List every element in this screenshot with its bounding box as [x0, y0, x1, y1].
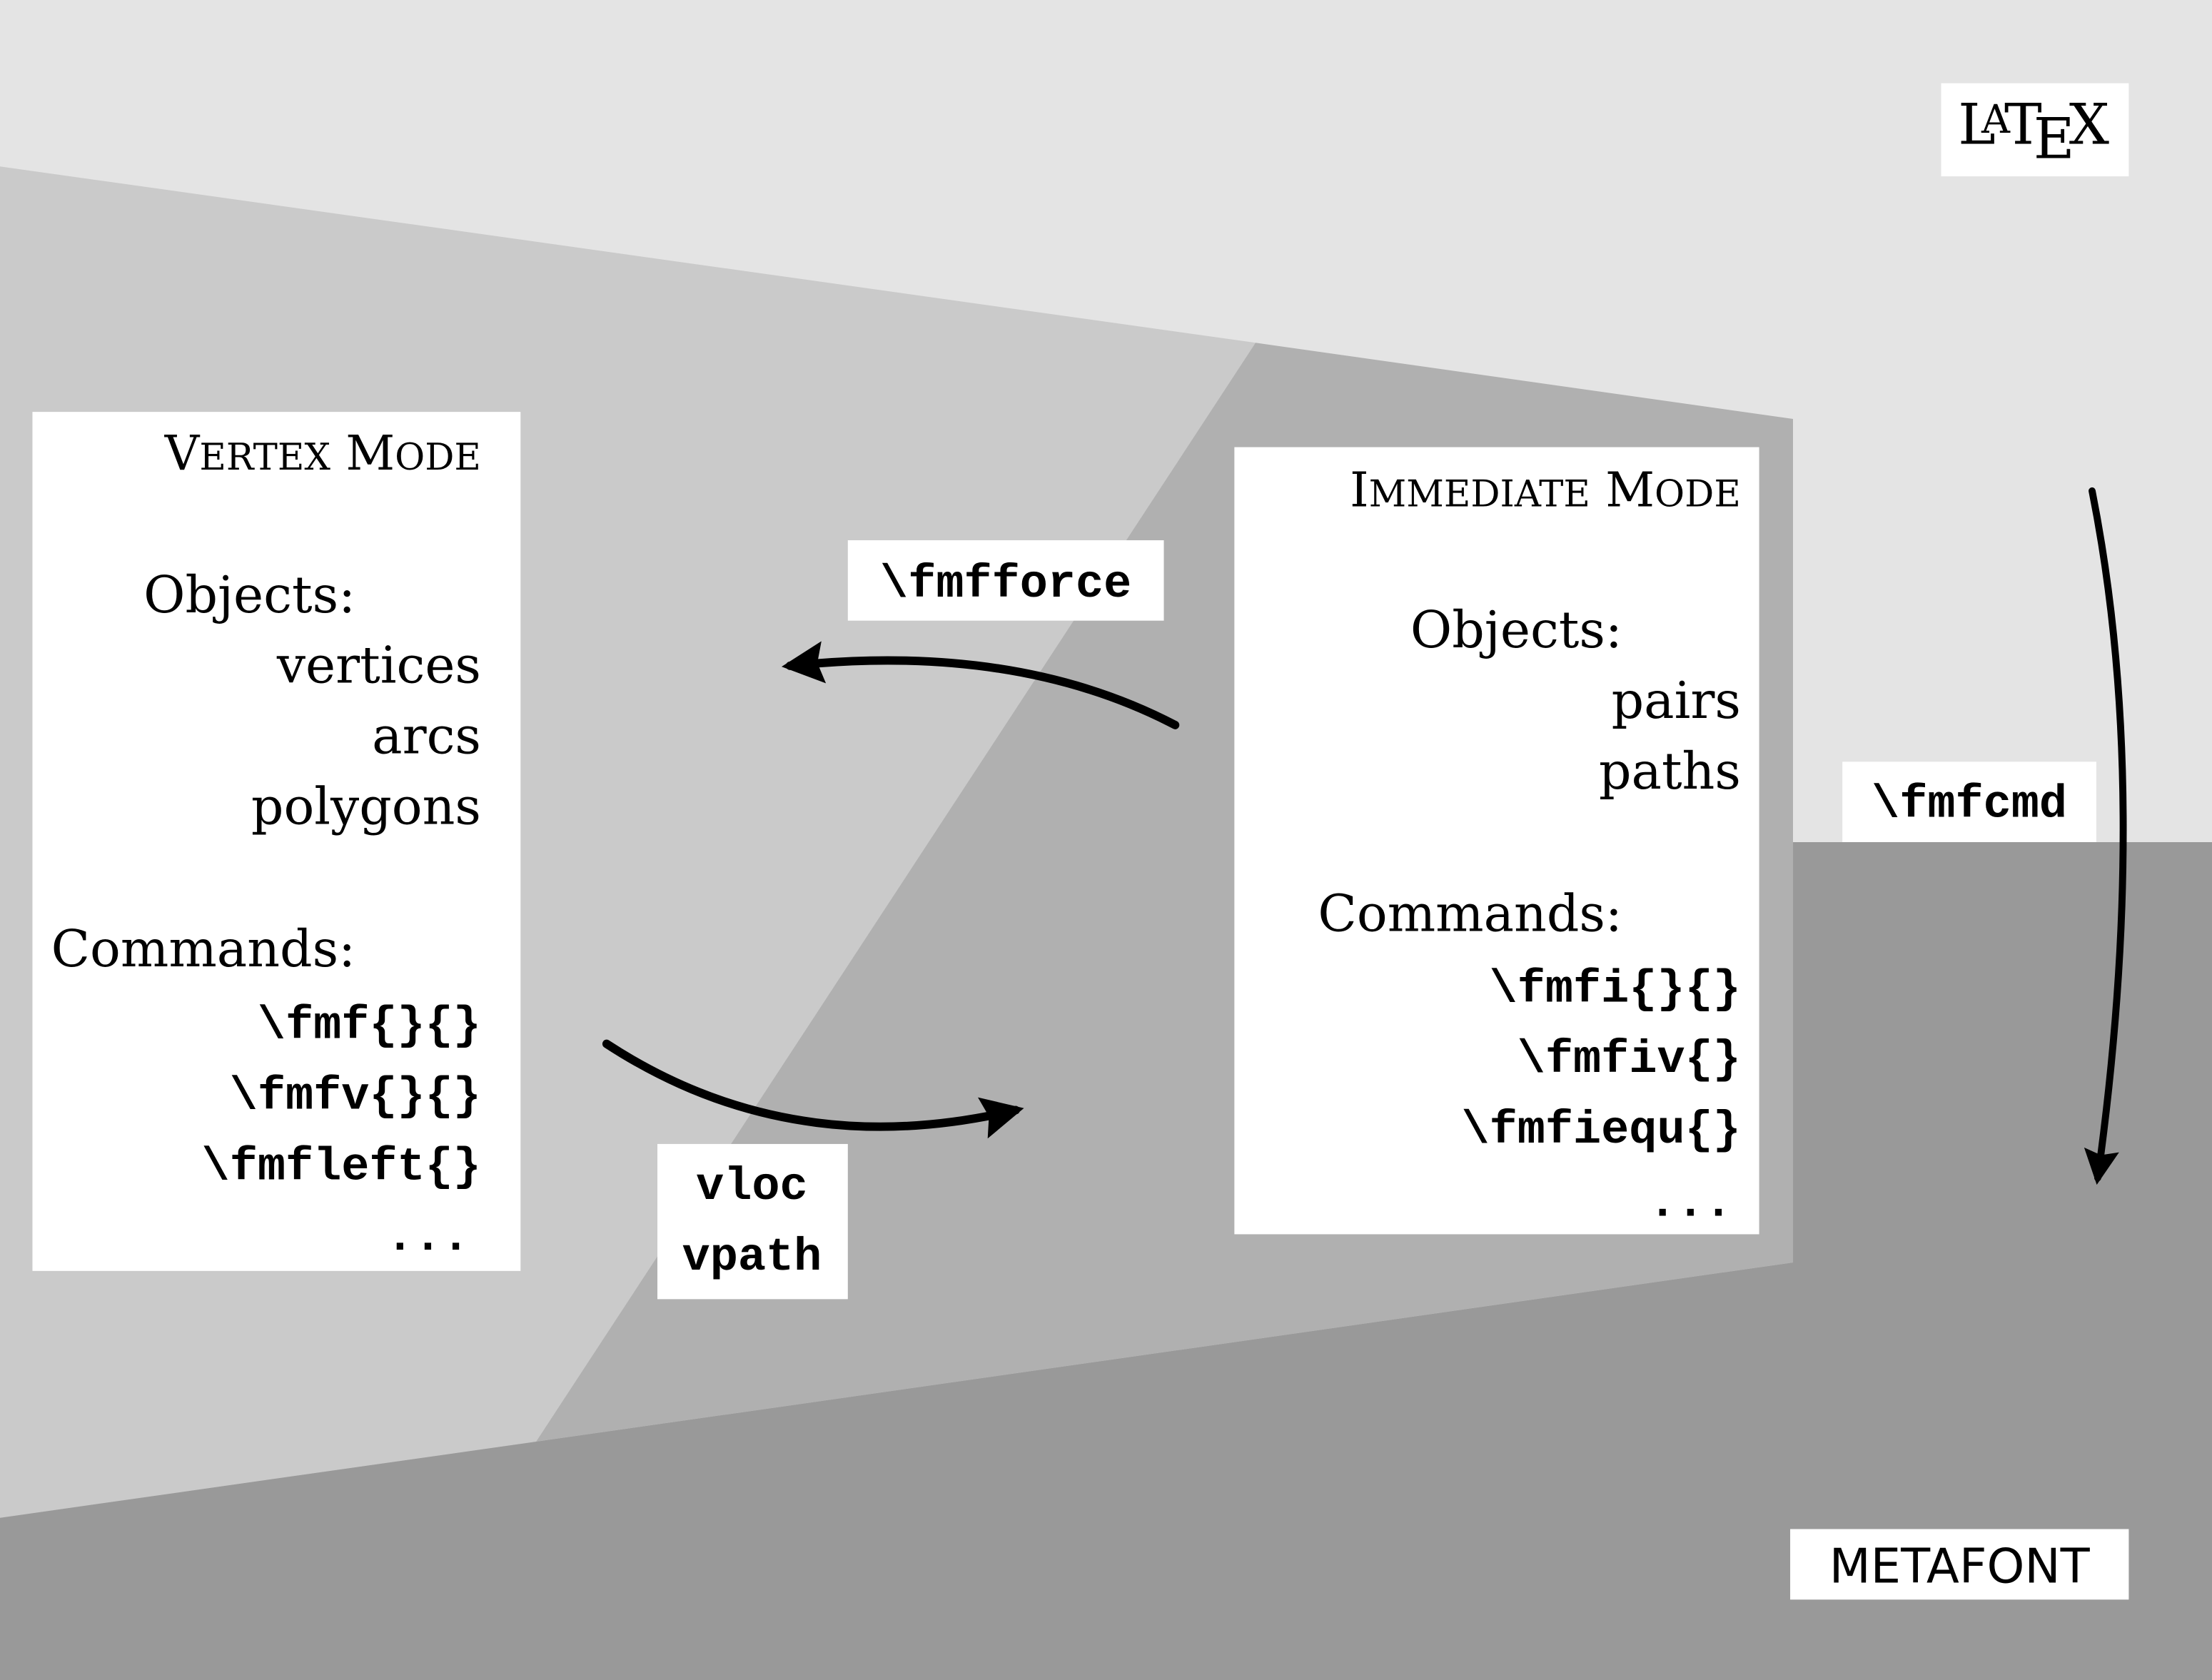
- immediate-objects-heading: Objects:: [1410, 600, 1622, 659]
- metafont-label: METAFONT: [1790, 1529, 2129, 1600]
- immediate-mode-title: IMMEDIATE MODE: [1350, 462, 1741, 518]
- immediate-object-item: paths: [1599, 742, 1741, 801]
- immediate-object-item: pairs: [1612, 671, 1741, 730]
- immediate-mode-box: [1234, 447, 1759, 1235]
- vertex-mode-panel: VERTEX MODE Objects: vertices arcs polyg…: [32, 412, 521, 1271]
- vpath-label-text: vpath: [682, 1231, 822, 1284]
- vloc-vpath-label: vloc vpath: [657, 1143, 848, 1300]
- immediate-command-ellipsis: ...: [1649, 1178, 1732, 1230]
- fmfforce-label-box: [847, 540, 1164, 621]
- vloc-vpath-label-box: [657, 1143, 848, 1300]
- vertex-mode-box: [32, 412, 521, 1271]
- vloc-vpath-arrow: [602, 1039, 1024, 1139]
- vertex-object-item: vertices: [276, 636, 481, 695]
- vertex-command-item: \fmfleft{}: [202, 1140, 481, 1193]
- metafont-label-box: [1790, 1529, 2129, 1600]
- fmfcmd-label-box: [1842, 761, 2096, 842]
- immediate-mode-panel: IMMEDIATE MODE Objects: pairs paths Comm…: [1234, 447, 1759, 1235]
- metafont-logo: METAFONT: [1829, 1539, 2091, 1594]
- vertex-object-item: arcs: [372, 706, 481, 765]
- vertex-commands-heading: Commands:: [51, 919, 355, 978]
- latex-logo: LATEX: [1958, 92, 2109, 172]
- fmfcmd-label: \fmfcmd: [1842, 761, 2096, 842]
- vertex-mode-title: VERTEX MODE: [164, 425, 481, 481]
- fmfforce-label-text: \fmfforce: [880, 558, 1131, 611]
- latex-label-box: [1941, 83, 2129, 177]
- immediate-commands-heading: Commands:: [1318, 884, 1622, 943]
- vertex-command-item: \fmfv{}{}: [230, 1071, 481, 1123]
- immediate-command-item: \fmfi{}{}: [1490, 963, 1741, 1016]
- metafont-region: [0, 841, 2212, 1680]
- fmfforce-arrow: [781, 641, 1180, 729]
- vertex-objects-heading: Objects:: [143, 565, 355, 624]
- vertex-command-ellipsis: ...: [386, 1211, 470, 1264]
- fmfforce-label: \fmfforce: [847, 540, 1164, 621]
- latex-label: LATEX: [1941, 83, 2129, 177]
- immediate-command-item: \fmfiv{}: [1517, 1033, 1741, 1086]
- vertex-command-item: \fmf{}{}: [258, 1000, 481, 1053]
- vloc-label-text: vloc: [696, 1160, 808, 1213]
- fmfcmd-arrow: [2084, 487, 2127, 1185]
- immediate-command-item: \fmfiequ{}: [1461, 1104, 1740, 1157]
- fmfcmd-label-text: \fmfcmd: [1872, 778, 2067, 831]
- vertex-object-item: polygons: [251, 776, 481, 836]
